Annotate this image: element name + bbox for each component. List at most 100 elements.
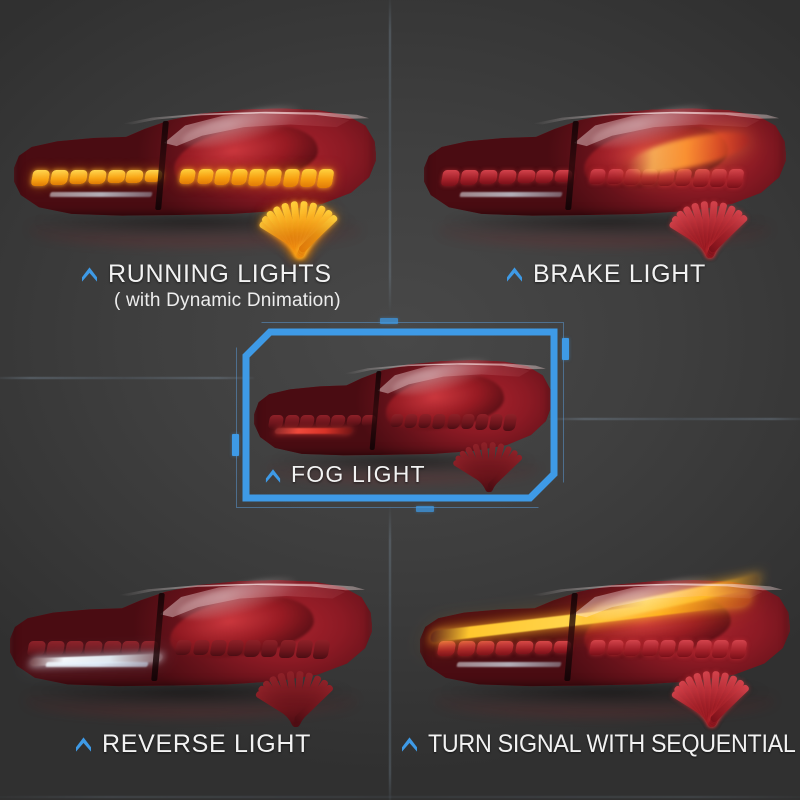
tail-light-photo-brake [416, 78, 794, 258]
led-segment [676, 640, 695, 658]
led-segment [45, 641, 65, 657]
lens-print-label [49, 191, 153, 197]
led-segment [535, 170, 555, 184]
led-segment [692, 169, 711, 188]
divider-horizontal-upper [0, 377, 254, 379]
frame-tick-right [562, 338, 569, 360]
led-segment [316, 169, 335, 189]
lamp-reflection [435, 688, 775, 718]
led-segment [709, 169, 728, 188]
led-fan-segments [231, 131, 369, 258]
led-segment [623, 640, 642, 656]
led-segment [64, 641, 84, 656]
divider-vertical-top [389, 0, 391, 314]
led-segment [282, 169, 301, 188]
led-segment [533, 641, 554, 654]
caption-turn-signal: TURN SIGNAL WITH SEQUENTIAL [400, 731, 800, 759]
led-segment [30, 170, 50, 186]
lamp-body [254, 352, 552, 493]
led-segment [432, 414, 447, 429]
caption-reverse-light: REVERSE LIGHT [74, 731, 311, 759]
chevron-up-icon [400, 735, 419, 759]
led-segment [345, 415, 362, 427]
panel-turn-signal [412, 550, 798, 728]
led-row-right [179, 169, 335, 189]
led-segment [226, 640, 245, 657]
chevron-up-icon [505, 265, 524, 289]
led-segment [179, 169, 197, 185]
led-segment [588, 640, 607, 655]
tail-light-lamp [416, 78, 794, 258]
led-segment [456, 641, 477, 657]
led-segment [606, 169, 624, 185]
chevron-up-icon [74, 735, 93, 759]
led-segment [478, 170, 498, 185]
led-segment [330, 415, 347, 427]
lamp-body [13, 98, 377, 258]
led-segment [312, 640, 331, 660]
led-segment [641, 640, 660, 657]
led-segment [283, 415, 300, 429]
lamp-body [9, 570, 373, 728]
caption-label: RUNNING LIGHTS [108, 260, 332, 288]
led-segment [175, 640, 193, 655]
led-segment [125, 170, 145, 184]
led-row-right [589, 169, 745, 189]
led-row-left [436, 641, 573, 657]
led-segment [121, 641, 141, 654]
led-segment [243, 640, 262, 657]
led-row-right [588, 640, 748, 660]
led-segment [694, 640, 713, 658]
led-segment [460, 414, 476, 430]
led-segment [418, 414, 433, 429]
led-segment [49, 170, 69, 186]
led-row-left [440, 170, 574, 186]
led-segment [247, 169, 266, 187]
lens-print-label [456, 662, 562, 668]
led-segment [726, 169, 745, 189]
caption-label: BRAKE LIGHT [533, 260, 707, 288]
led-segment [589, 169, 607, 185]
led-segment [436, 641, 457, 657]
led-segment [267, 415, 285, 429]
led-segment [516, 170, 536, 184]
tail-light-lamp [412, 550, 798, 728]
led-segment [299, 415, 316, 428]
led-segment [295, 640, 314, 659]
lens-print-label [459, 191, 563, 197]
led-segment [729, 640, 748, 660]
tail-light-lamp [2, 550, 380, 728]
panel-running-lights [6, 78, 384, 258]
led-segment [674, 169, 693, 187]
led-segment [459, 170, 479, 186]
caption-sublabel: ( with Dynamic Dnimation) [114, 290, 341, 311]
led-segment [711, 640, 730, 659]
caption-label: TURN SIGNAL WITH SEQUENTIAL [428, 730, 796, 758]
led-row-right [175, 640, 331, 660]
led-segment [389, 414, 405, 428]
frame-tick-top [380, 318, 398, 324]
tail-light-photo-reverse [2, 550, 380, 728]
chevron-up-icon [264, 467, 282, 490]
led-segment [213, 169, 232, 186]
led-row-left [267, 415, 378, 429]
divider-vertical-bottom [389, 505, 391, 800]
caption-running-lights: RUNNING LIGHTS ( with Dynamic Dnimation) [80, 261, 341, 314]
panel-reverse-light [2, 550, 380, 728]
led-segment [87, 170, 107, 185]
chevron-up-icon [80, 265, 99, 289]
led-segment [264, 169, 283, 187]
led-segment [68, 170, 88, 185]
led-segment [495, 641, 515, 656]
led-segment [446, 414, 461, 430]
led-row-left [30, 170, 164, 186]
led-row-right [389, 414, 518, 431]
led-segment [209, 640, 228, 656]
led-fan-segments [227, 603, 365, 728]
lamp-body [419, 570, 791, 728]
caption-brake-light: BRAKE LIGHT [505, 261, 706, 289]
led-segment [658, 640, 677, 657]
led-segment [106, 170, 126, 184]
led-segment [606, 640, 625, 656]
